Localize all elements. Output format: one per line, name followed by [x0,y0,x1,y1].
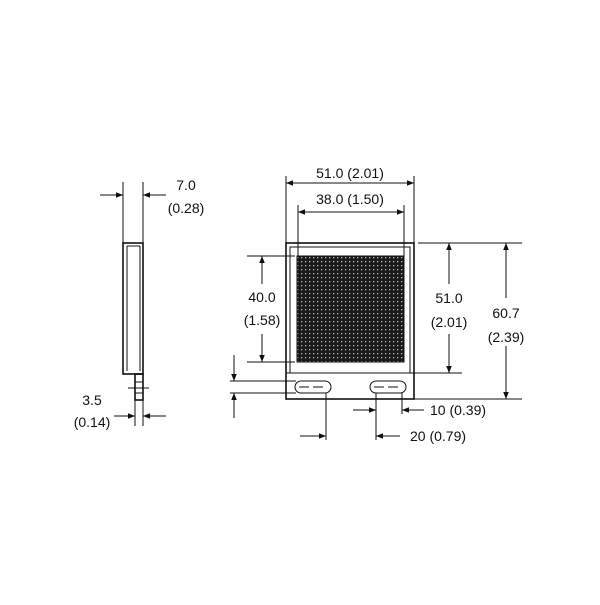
overall-width-label: 51.0 (2.01) [316,165,384,181]
body-height-in: (2.01) [431,314,468,330]
side-view: 7.0 (0.28) 3.5 (0.14) [74,177,205,430]
mesh-height-mm: 40.0 [248,289,275,305]
mounting-slot-right[interactable] [369,380,407,394]
reflector-mesh [296,255,405,363]
side-stem [134,373,144,401]
thickness-mm: 7.0 [176,177,196,193]
stem-in: (0.14) [74,414,111,430]
front-body [285,242,415,400]
body-height-mm: 51.0 [435,290,462,306]
stem-mm: 3.5 [82,392,102,408]
mesh-width-label: 38.0 (1.50) [316,191,384,207]
mounting-slot-left[interactable] [294,380,332,394]
overall-height-mm: 60.7 [492,305,519,321]
side-body [122,242,144,375]
thickness-in: (0.28) [168,200,205,216]
overall-height-in: (2.39) [488,329,525,345]
slot-pitch-label: 20 (0.79) [410,428,466,444]
slot-offset-label: 10 (0.39) [430,402,486,418]
mesh-height-in: (1.58) [244,312,281,328]
front-view: 51.0 (2.01) 38.0 (1.50) 40.0 (1.58) 51.0… [230,165,524,444]
